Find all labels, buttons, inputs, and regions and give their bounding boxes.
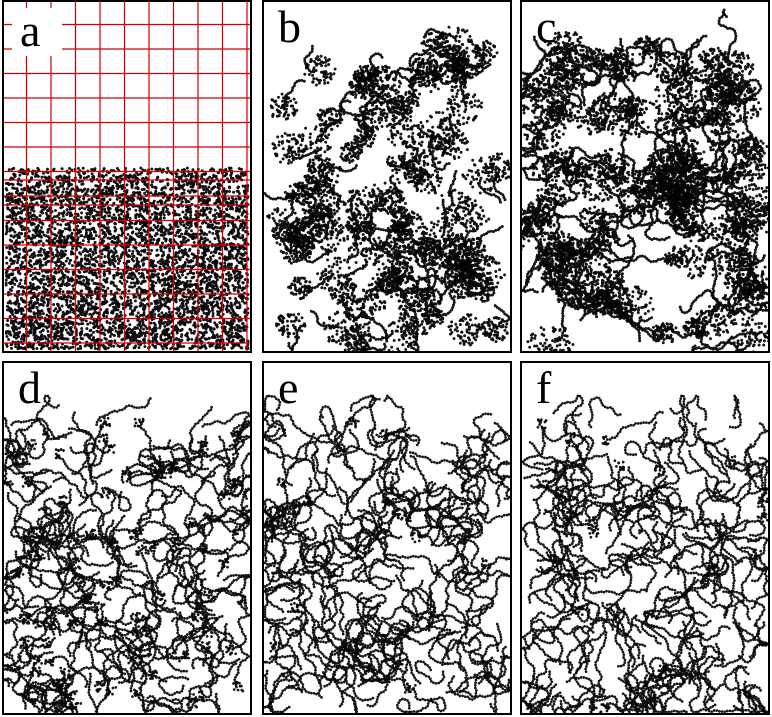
particle-layer xyxy=(522,395,769,714)
panel-c-label: c xyxy=(536,4,556,50)
panel-b-label: b xyxy=(278,4,301,50)
panel-d: d xyxy=(2,361,252,715)
panel-b-canvas xyxy=(262,0,512,353)
panel-f-canvas xyxy=(520,361,770,715)
particle-layer xyxy=(264,395,510,713)
panel-d-canvas xyxy=(2,361,252,715)
panel-e-label: e xyxy=(278,365,298,411)
panel-c-canvas xyxy=(520,0,770,353)
panel-a-label: a xyxy=(20,8,40,54)
particle-layer xyxy=(4,395,250,714)
particle-layer xyxy=(264,26,512,353)
panel-f-label: f xyxy=(536,365,551,411)
panel-e: e xyxy=(262,361,512,715)
panel-f: f xyxy=(520,361,770,715)
panel-a: a xyxy=(2,0,252,353)
panel-c: c xyxy=(520,0,770,353)
particle-layer xyxy=(5,167,250,351)
panel-b: b xyxy=(262,0,512,353)
particle-layer xyxy=(520,9,770,353)
panel-e-canvas xyxy=(262,361,512,715)
panel-d-label: d xyxy=(18,365,41,411)
